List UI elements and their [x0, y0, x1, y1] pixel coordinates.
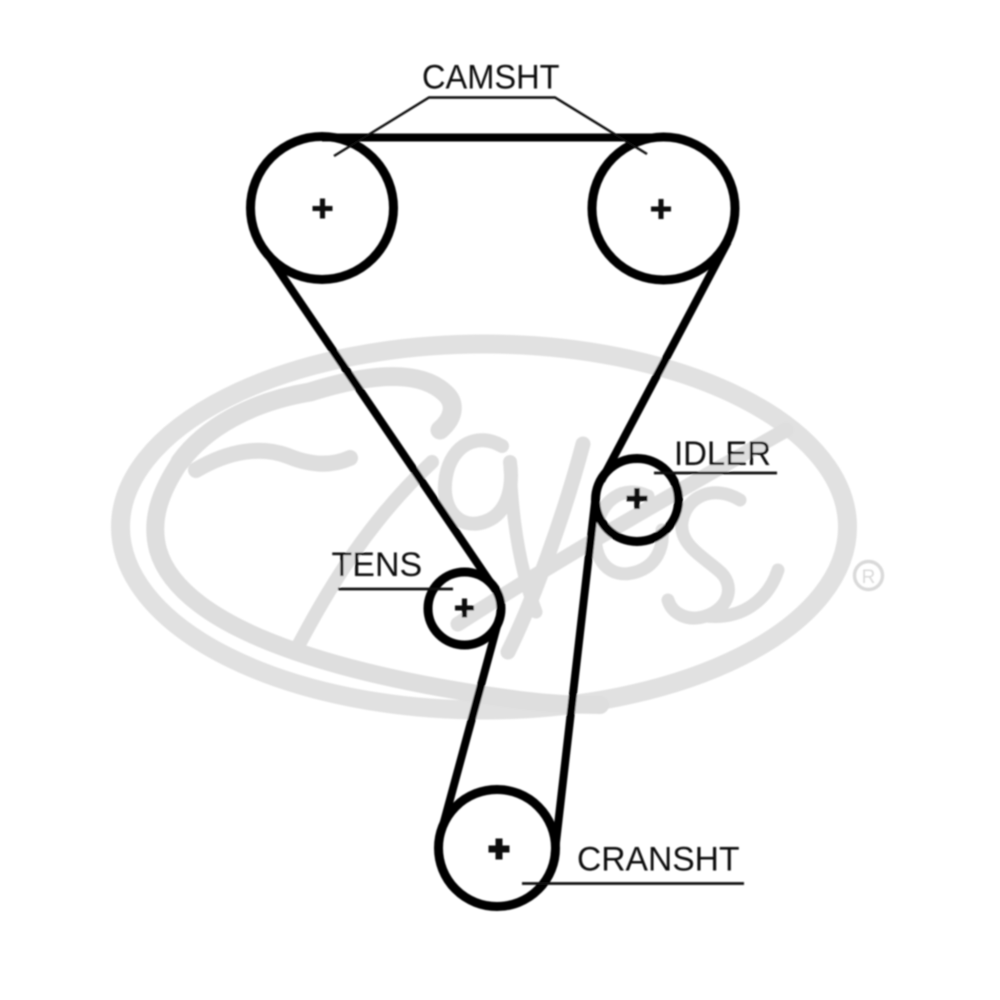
svg-text:IDLER: IDLER — [674, 435, 771, 473]
svg-text:CRANSHT: CRANSHT — [577, 841, 740, 879]
svg-text:R: R — [862, 567, 876, 588]
svg-text:TENS: TENS — [332, 546, 423, 584]
svg-text:CAMSHT: CAMSHT — [422, 59, 560, 97]
